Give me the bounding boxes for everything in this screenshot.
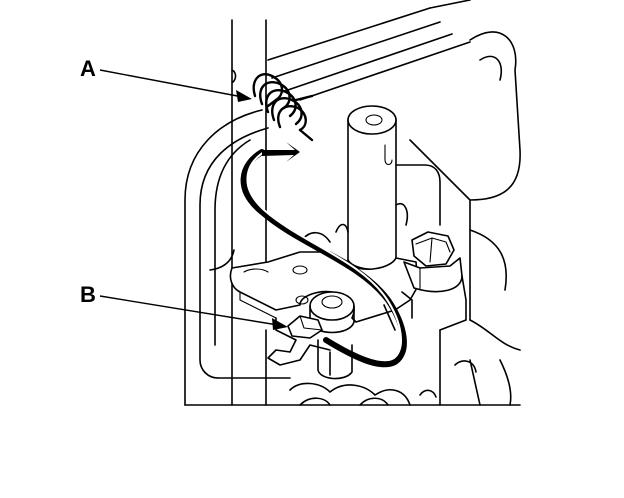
lever-nut [309,291,355,380]
callout-a-label: A [80,56,96,81]
engine-housing [184,0,521,406]
bracket-plate [229,231,467,366]
callout-b-leader [99,295,285,327]
throttle-wire [240,142,407,368]
spring-a [252,73,314,142]
callout-b: B [80,282,288,330]
callout-b-arrowhead [272,318,288,330]
callout-a-arrowhead [236,90,252,102]
shaft-post [301,105,441,271]
callout-a-leader [99,69,249,99]
callout-a: A [80,56,252,102]
callout-b-label: B [80,282,96,307]
lever-hook-b [287,315,323,339]
